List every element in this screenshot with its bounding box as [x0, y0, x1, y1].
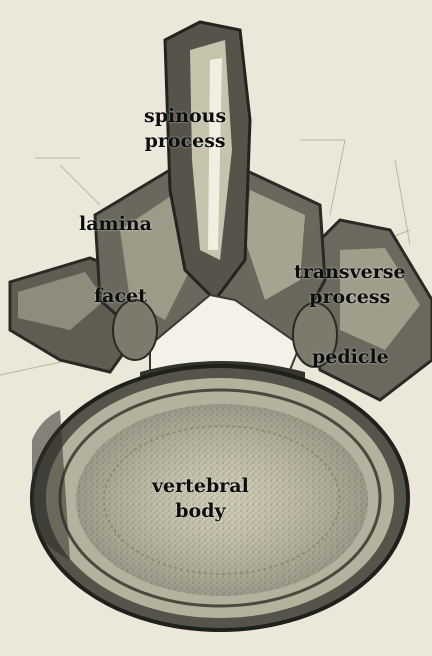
- transverse-process-label-line-2: process: [294, 285, 406, 310]
- facet-label-text: facet: [94, 284, 147, 309]
- vertebral-body-label: vertebral body: [152, 474, 249, 524]
- transverse-process-label-line-1: transverse: [294, 260, 406, 285]
- spinous-process-label-line-1: spinous: [144, 104, 226, 129]
- left-facet-shape: [113, 300, 157, 360]
- facet-label: facet: [94, 284, 147, 309]
- vertebral-body-label-line-2: body: [152, 499, 249, 524]
- lamina-label-text: lamina: [79, 212, 152, 237]
- spinous-process-label: spinous process: [144, 104, 226, 154]
- vertebral-body-label-line-1: vertebral: [152, 474, 249, 499]
- lamina-label: lamina: [79, 212, 152, 237]
- pedicle-label-text: pedicle: [312, 345, 389, 370]
- transverse-process-label: transverse process: [294, 260, 406, 310]
- spinous-process-label-line-2: process: [144, 129, 226, 154]
- pedicle-label: pedicle: [312, 345, 389, 370]
